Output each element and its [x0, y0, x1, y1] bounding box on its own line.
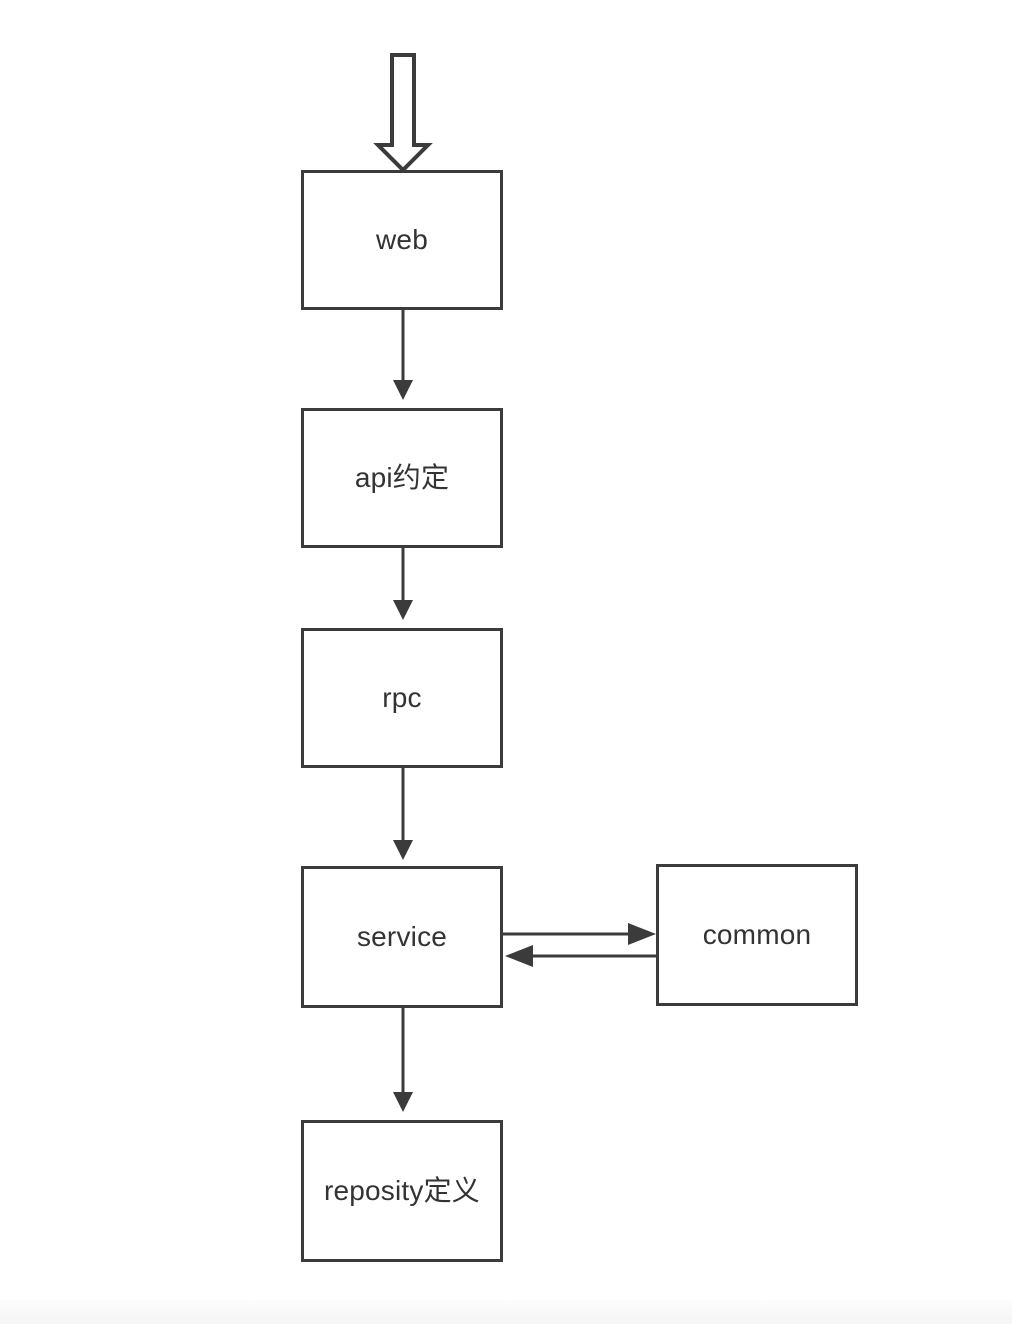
page-bottom-strip — [0, 1300, 1012, 1324]
node-service-label: service — [356, 921, 448, 953]
edge-service-to-reposity-arrow-icon — [393, 1008, 413, 1112]
entry-block-arrow-icon — [373, 53, 433, 173]
edge-common-to-service-arrow-icon — [505, 945, 656, 967]
node-api-label: api约定 — [354, 462, 450, 494]
edge-api-to-rpc-arrow-icon — [393, 548, 413, 620]
node-common-label: common — [702, 919, 812, 951]
node-common[interactable]: common — [656, 864, 858, 1006]
edge-web-to-api-arrow-icon — [393, 310, 413, 400]
node-rpc[interactable]: rpc — [301, 628, 503, 768]
node-web-label: web — [376, 224, 428, 256]
node-web[interactable]: web — [301, 170, 503, 310]
edge-rpc-to-service-arrow-icon — [393, 768, 413, 860]
node-service[interactable]: service — [301, 866, 503, 1008]
node-api[interactable]: api约定 — [301, 408, 503, 548]
edge-service-to-common-arrow-icon — [503, 923, 656, 945]
node-reposity[interactable]: reposity定义 — [301, 1120, 503, 1262]
node-reposity-label: reposity定义 — [323, 1175, 481, 1207]
node-rpc-label: rpc — [382, 682, 422, 714]
